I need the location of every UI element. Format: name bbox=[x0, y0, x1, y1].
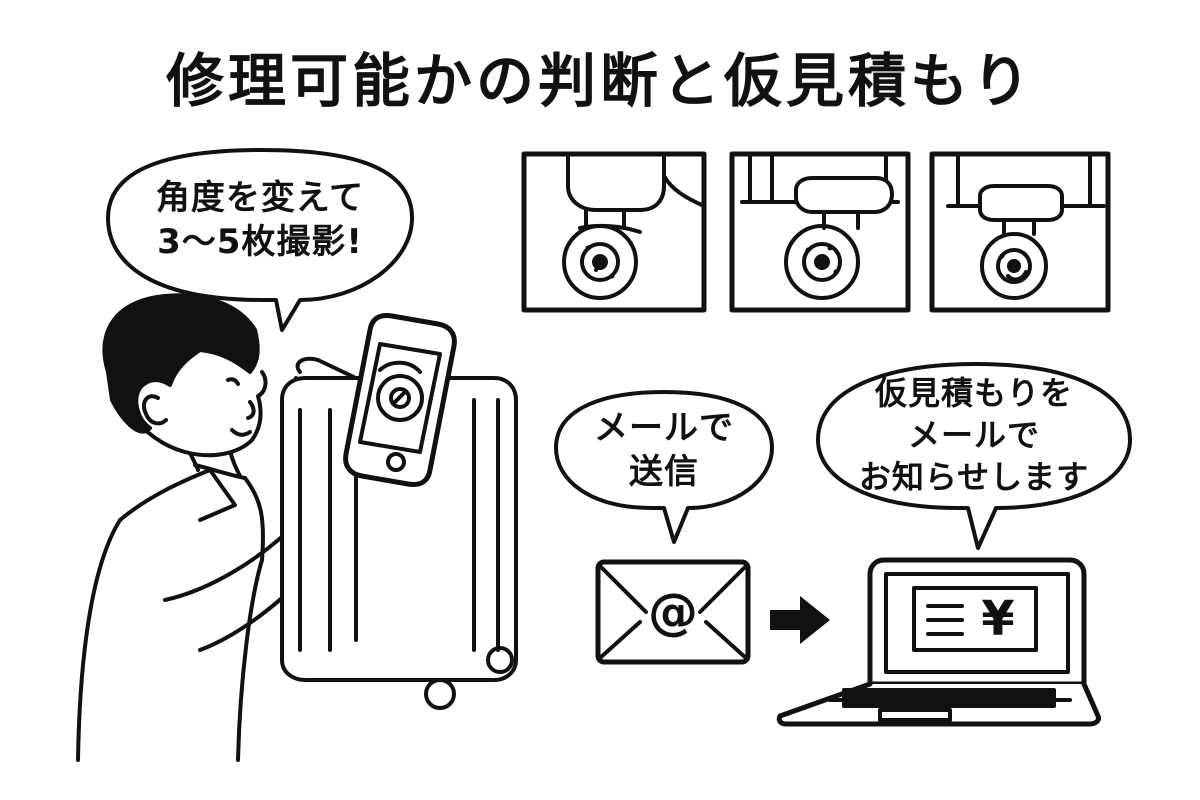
wheel-photo-panel-3 bbox=[929, 151, 1111, 313]
bubble-photo-line-1: 角度を変えて bbox=[155, 178, 365, 218]
arrow-right-icon bbox=[770, 596, 830, 644]
speech-bubble-estimate bbox=[816, 362, 1132, 550]
envelope-icon bbox=[595, 559, 751, 665]
page-title: 修理可能かの判断と仮見積もり bbox=[165, 47, 1034, 115]
smartphone bbox=[343, 313, 457, 487]
yen-sign-icon: ¥ bbox=[981, 591, 1015, 647]
bubble-estimate-line-1: 仮見積もりを bbox=[874, 374, 1073, 412]
laptop-icon bbox=[776, 557, 1101, 727]
at-sign-icon: @ bbox=[648, 583, 698, 641]
bubble-send-text: メールで 送信 bbox=[566, 406, 762, 494]
bubble-estimate-line-3: お知らせします bbox=[858, 458, 1090, 496]
suitcase bbox=[280, 356, 518, 710]
bubble-send-line-1: メールで bbox=[594, 408, 734, 448]
bubble-send-line-2: 送信 bbox=[629, 452, 699, 492]
bubble-estimate-text: 仮見積もりを メールで お知らせします bbox=[836, 372, 1112, 498]
wheel-photo-panel-2 bbox=[729, 151, 911, 313]
speech-bubble-photo bbox=[106, 148, 414, 332]
bubble-estimate-line-2: メールで bbox=[907, 416, 1040, 454]
speech-bubble-send bbox=[554, 390, 774, 544]
wheel-photo-panel-1 bbox=[521, 151, 707, 313]
bubble-photo-line-2: 3〜5枚撮影! bbox=[157, 222, 363, 262]
bubble-photo-text: 角度を変えて 3〜5枚撮影! bbox=[130, 176, 390, 264]
